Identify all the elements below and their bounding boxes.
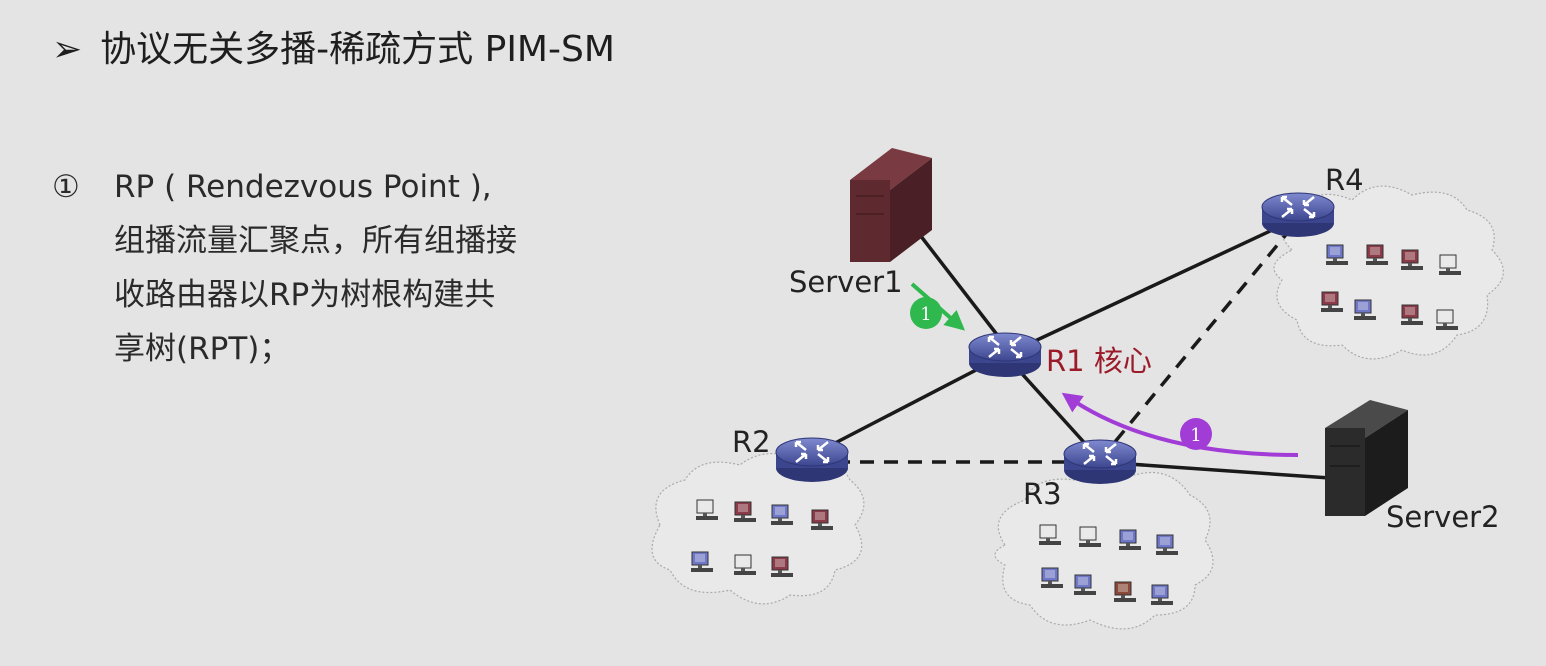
point-line-4: 享树(RPT)； [114, 331, 291, 367]
point-text: RP ( Rendezvous Point ), 组播流量汇聚点，所有组播接 收… [114, 160, 612, 376]
svg-text:1: 1 [1190, 425, 1201, 446]
cloud-r2 [651, 452, 865, 605]
circled-number-one: ① [52, 169, 80, 205]
title-text: 协议无关多播-稀疏方式 PIM-SM [100, 29, 615, 70]
title-bullet-icon: ➢ [52, 29, 83, 70]
step-badge-green: 1 [910, 297, 942, 329]
router-r1 [967, 331, 1043, 379]
link-r3-server2 [1099, 460, 1331, 480]
server2-icon [1325, 400, 1408, 516]
point-line-3: 收路由器以RP为树根构建共 [114, 277, 496, 313]
link-r3-r4-dashed [1098, 218, 1300, 462]
server1-label: Server1 [789, 265, 903, 299]
slide-title: ➢ 协议无关多播-稀疏方式 PIM-SM [52, 20, 615, 72]
r4-label: R4 [1325, 163, 1364, 197]
server1-icon [850, 148, 932, 262]
r1-label: R1 核心 [1046, 344, 1152, 378]
link-r1-r2 [811, 353, 1006, 457]
point-line-1: RP ( Rendezvous Point ), [114, 169, 492, 205]
router-r4 [1260, 191, 1336, 239]
router-r2 [774, 436, 850, 484]
router-r3 [1062, 438, 1138, 486]
arrow-purple [1061, 392, 1299, 457]
link-r1-r4 [1004, 216, 1299, 357]
server2-label: Server2 [1386, 500, 1500, 534]
r3-label: R3 [1023, 477, 1062, 511]
link-server1-r1 [918, 233, 1007, 347]
r2-label: R2 [732, 425, 771, 459]
svg-text:1: 1 [920, 304, 931, 325]
point-line-2: 组播流量汇聚点，所有组播接 [114, 223, 517, 259]
step-badge-purple: 1 [1180, 418, 1212, 450]
point-block: ① RP ( Rendezvous Point ), 组播流量汇聚点，所有组播接… [52, 160, 612, 376]
